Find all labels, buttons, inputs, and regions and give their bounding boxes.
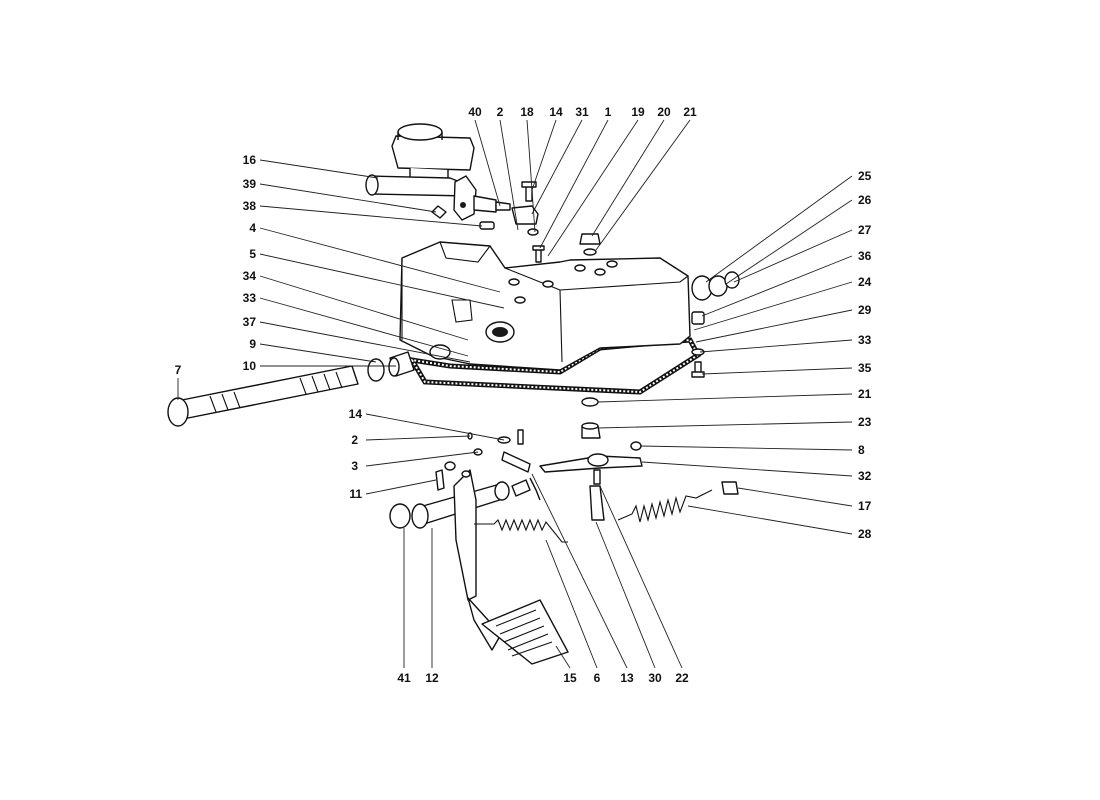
callout-3: 3	[351, 459, 358, 473]
callout-13: 13	[620, 671, 634, 685]
callout-30: 30	[648, 671, 662, 685]
callout-labels-left: 16 39 38 4 5 34 33 37 9 10 7 14 2 3 11	[175, 153, 363, 501]
callout-21: 21	[683, 105, 697, 119]
callout-40: 40	[468, 105, 482, 119]
callout-38: 38	[243, 199, 257, 213]
callout-5: 5	[249, 247, 256, 261]
small-parts-right	[581, 271, 740, 451]
callout-20: 20	[657, 105, 671, 119]
callout-24: 24	[858, 275, 872, 289]
callout-15: 15	[563, 671, 577, 685]
callout-27: 27	[858, 223, 872, 237]
callout-11: 11	[349, 487, 362, 501]
callout-14-left: 14	[349, 407, 363, 421]
callout-labels-bottom: 41 12 15 6 13 30 22	[397, 671, 689, 685]
callout-1: 1	[605, 105, 612, 119]
return-springs	[474, 481, 739, 543]
housing-gasket	[407, 337, 702, 395]
callout-19: 19	[631, 105, 645, 119]
leader-lines	[177, 119, 853, 669]
callout-9: 9	[249, 337, 256, 351]
callout-22: 22	[675, 671, 689, 685]
callout-10: 10	[243, 359, 257, 373]
lever-linkage	[435, 429, 643, 521]
callout-labels-right: 25 26 27 36 24 29 33 35 21 23 8 32 17 28	[858, 169, 872, 541]
callout-2: 2	[497, 105, 504, 119]
callout-31: 31	[575, 105, 589, 119]
pedal-assembly	[389, 469, 569, 665]
callout-36: 36	[858, 249, 872, 263]
master-cylinder	[365, 123, 511, 221]
callout-39: 39	[243, 177, 257, 191]
callout-33-left: 33	[243, 291, 257, 305]
callout-12: 12	[425, 671, 439, 685]
callout-4: 4	[249, 221, 256, 235]
callout-41: 41	[397, 671, 411, 685]
callout-17: 17	[858, 499, 872, 513]
callout-35: 35	[858, 361, 872, 375]
callout-34: 34	[243, 269, 257, 283]
callout-26: 26	[858, 193, 872, 207]
callout-16: 16	[243, 153, 257, 167]
clutch-shaft	[167, 351, 415, 427]
callout-28: 28	[858, 527, 872, 541]
callout-32: 32	[858, 469, 872, 483]
callout-37: 37	[243, 315, 257, 329]
callout-21-right: 21	[858, 387, 872, 401]
callout-33-right: 33	[858, 333, 872, 347]
callout-6: 6	[594, 671, 601, 685]
callout-2-left: 2	[351, 433, 358, 447]
callout-29: 29	[858, 303, 872, 317]
callout-7: 7	[175, 363, 182, 377]
callout-18: 18	[520, 105, 534, 119]
callout-labels-top: 40 2 18 14 31 1 19 20 21	[468, 105, 697, 119]
callout-25: 25	[858, 169, 872, 183]
callout-23: 23	[858, 415, 872, 429]
callout-8: 8	[858, 443, 865, 457]
pedal-housing	[399, 241, 691, 371]
callout-14: 14	[549, 105, 563, 119]
